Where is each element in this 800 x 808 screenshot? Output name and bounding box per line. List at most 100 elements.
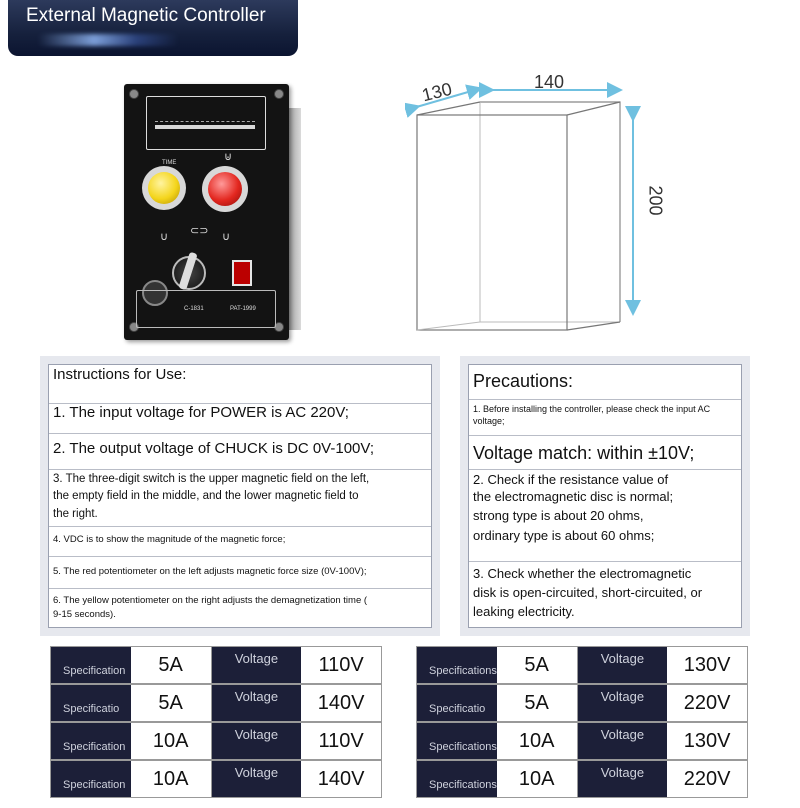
spec-voltage: 130V [683,653,731,676]
voltage-label: Voltage [577,723,668,759]
divider [469,435,741,436]
spec-current: 5A [497,647,578,683]
width-label: 140 [534,72,565,92]
banner-title: External Magnetic Controller [26,5,266,26]
precaution-item: 3. Check whether the electromagnetic [473,566,692,581]
screw-icon [129,89,139,99]
device-side-panel [287,108,301,330]
spec-voltage: 110V [318,729,364,752]
precaution-item: the electromagnetic disc is normal; [473,489,674,504]
spec-row: Specifications 10A Voltage 220V [416,760,748,798]
spec-row: Specificatio 5A Voltage 220V [416,684,748,722]
precaution-item: ordinary type is about 60 ohms; [473,528,655,543]
spec-voltage: 110V [318,653,364,676]
height-label: 200 [645,185,666,216]
spec-voltage: 220V [683,767,731,790]
time-label: TIME [162,160,177,166]
divider [469,561,741,562]
instructions-box: Instructions for Use: 1. The input volta… [48,364,432,628]
precaution-item: disk is open-circuited, short-circuited,… [473,585,703,600]
precautions-box: Precautions: 1. Before installing the co… [468,364,742,628]
spec-label: Specifications [417,723,497,759]
instruction-item: 5. The red potentiometer on the left adj… [53,566,367,577]
divider [469,469,741,470]
voltage-match-text: Voltage match: within ±10V; [473,443,695,463]
spec-row: Specificatio 5A Voltage 140V [50,684,382,722]
spec-row: Specification 5A Voltage 110V [50,646,382,684]
red-potentiometer-knob [208,172,242,206]
power-rocker-switch [232,260,252,286]
magnet-icon: ⊂⊃ [190,225,209,237]
spec-label: Specifications [417,647,497,683]
precaution-item: strong type is about 20 ohms, [473,508,644,523]
divider [469,399,741,400]
spec-label: Specification [51,647,131,683]
model-right-label: PAT-1999 [230,306,256,312]
spec-current: 10A [497,761,578,797]
voltage-label: Voltage [577,761,668,797]
model-left-label: C-1831 [184,306,204,312]
voltmeter [146,96,266,150]
voltage-label: Voltage [211,761,302,797]
magnet-icon: ∪ [222,231,231,243]
instruction-item: 3. The three-digit switch is the upper m… [53,473,370,485]
instruction-item: 4. VDC is to show the magnitude of the m… [53,534,286,545]
precautions-panel: Precautions: 1. Before installing the co… [460,356,750,636]
divider [49,403,431,404]
divider [49,556,431,557]
spec-current: 10A [131,723,212,759]
precaution-item: voltage; [473,416,505,426]
voltage-label: Voltage [211,685,302,721]
instruction-item: 1. The input voltage for POWER is AC 220… [53,404,349,421]
instruction-item: the right. [53,508,98,520]
spec-current: 5A [131,647,212,683]
screw-icon [274,89,284,99]
spec-label: Specificatio [417,685,497,721]
precaution-item: 2. Check if the resistance value of [473,472,669,487]
voltage-label: Voltage [211,647,302,683]
meter-scale [155,115,255,122]
voltage-label: Voltage [577,647,668,683]
instruction-item: 2. The output voltage of CHUCK is DC 0V-… [53,440,374,457]
voltage-label: Voltage [577,685,668,721]
banner-glow [38,34,178,46]
divider [49,588,431,589]
spec-row: Specifications 10A Voltage 130V [416,722,748,760]
precautions-heading: Precautions: [473,371,574,391]
spec-row: Specification 10A Voltage 110V [50,722,382,760]
spec-current: 10A [497,723,578,759]
instruction-item: 9-15 seconds). [53,609,116,620]
yellow-potentiometer-knob [148,172,180,204]
spec-label: Specification [51,723,131,759]
spec-current: 5A [131,685,212,721]
fuse-holder [142,280,168,306]
magnet-icon: ⊍ [224,151,233,163]
instructions-panel: Instructions for Use: 1. The input volta… [40,356,440,636]
spec-label: Specificatio [51,685,131,721]
magnet-icon: ∪ [160,231,169,243]
meter-bar [155,125,255,129]
spec-label: Specifications [417,761,497,797]
divider [49,433,431,434]
divider [49,526,431,527]
instruction-item: the empty field in the middle, and the l… [53,490,359,502]
spec-row: Specification 10A Voltage 140V [50,760,382,798]
spec-voltage: 140V [317,691,365,714]
spec-row: Specifications 5A Voltage 130V [416,646,748,684]
instructions-heading: Instructions for Use: [53,366,187,383]
instruction-item: 6. The yellow potentiometer on the right… [53,595,368,606]
divider [49,469,431,470]
voltage-label: Voltage [211,723,302,759]
spec-current: 10A [131,761,212,797]
precaution-item: leaking electricity. [473,604,575,619]
dimension-diagram [405,82,641,331]
spec-label: Specification [51,761,131,797]
banner: External Magnetic Controller [8,0,298,56]
label-frame [136,290,276,328]
precaution-item: 1. Before installing the controller, ple… [473,404,711,414]
controller-device-image: TIME ⊍ ∪ ⊂⊃ ∪ C-1831 PAT-1999 [124,84,289,340]
spec-voltage: 220V [683,691,731,714]
spec-voltage: 130V [683,729,731,752]
spec-voltage: 140V [317,767,365,790]
spec-current: 5A [497,685,578,721]
